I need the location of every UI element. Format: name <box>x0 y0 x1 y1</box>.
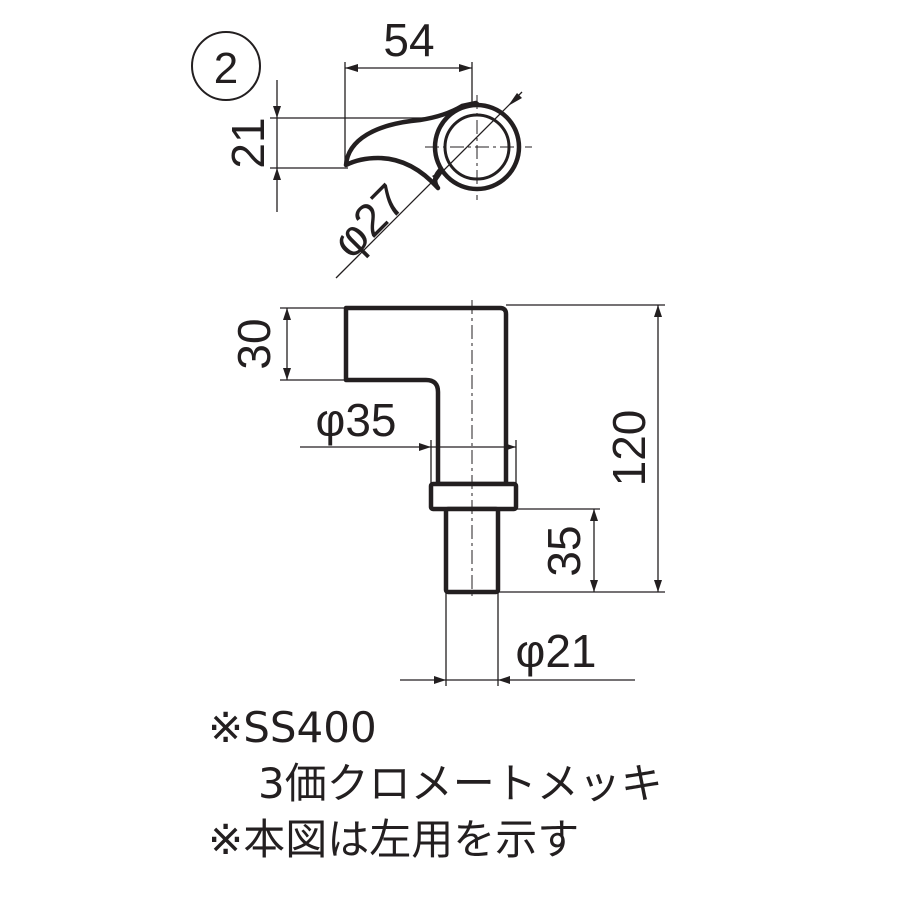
collar-dia-dim-label: φ35 <box>316 394 397 446</box>
collar <box>428 481 519 512</box>
diameter-arrow-lower <box>432 168 446 181</box>
diameter-dim-label: φ27 <box>322 174 416 268</box>
diameter-arrow-upper <box>508 93 522 106</box>
height-dim-label: 21 <box>222 117 274 168</box>
total-height-dim-label: 120 <box>603 410 655 487</box>
part-number-marker: 2 <box>191 31 261 101</box>
width-arrow-left <box>345 64 358 72</box>
orientation-note: ※本図は左用を示す <box>208 815 580 864</box>
pin-dia-arrow-left <box>434 676 446 684</box>
height-arrow-top <box>273 106 281 118</box>
top-height-dim-label: 30 <box>228 318 280 369</box>
part-number: 2 <box>214 44 238 93</box>
total-height-arrow-top <box>654 305 662 317</box>
height-arrow-bottom <box>273 168 281 180</box>
finish-note: 3価クロメートメッキ <box>258 759 663 808</box>
pin-length-dim-label: 35 <box>538 525 590 576</box>
top-view: 54 21 φ27 <box>222 14 532 279</box>
width-arrow-right <box>459 64 472 72</box>
pin-length-arrow-bottom <box>590 580 598 592</box>
side-view: 30 φ35 120 35 φ21 <box>228 300 665 686</box>
notes-block: ※SS400 3価クロメートメッキ ※本図は左用を示す <box>208 700 663 868</box>
width-dim-label: 54 <box>383 14 434 66</box>
pin-length-arrow-top <box>590 509 598 521</box>
diameter-dim-line <box>335 91 523 279</box>
pin-dia-dim-label: φ21 <box>516 625 597 677</box>
top-height-arrow-top <box>283 308 291 320</box>
top-height-arrow-bottom <box>283 368 291 380</box>
collar-dia-arrow-right <box>504 443 516 451</box>
collar-dia-arrow-left <box>419 443 431 451</box>
pin-dia-arrow-right <box>498 676 510 684</box>
total-height-arrow-bottom <box>654 580 662 592</box>
material-note: ※SS400 <box>208 703 377 752</box>
